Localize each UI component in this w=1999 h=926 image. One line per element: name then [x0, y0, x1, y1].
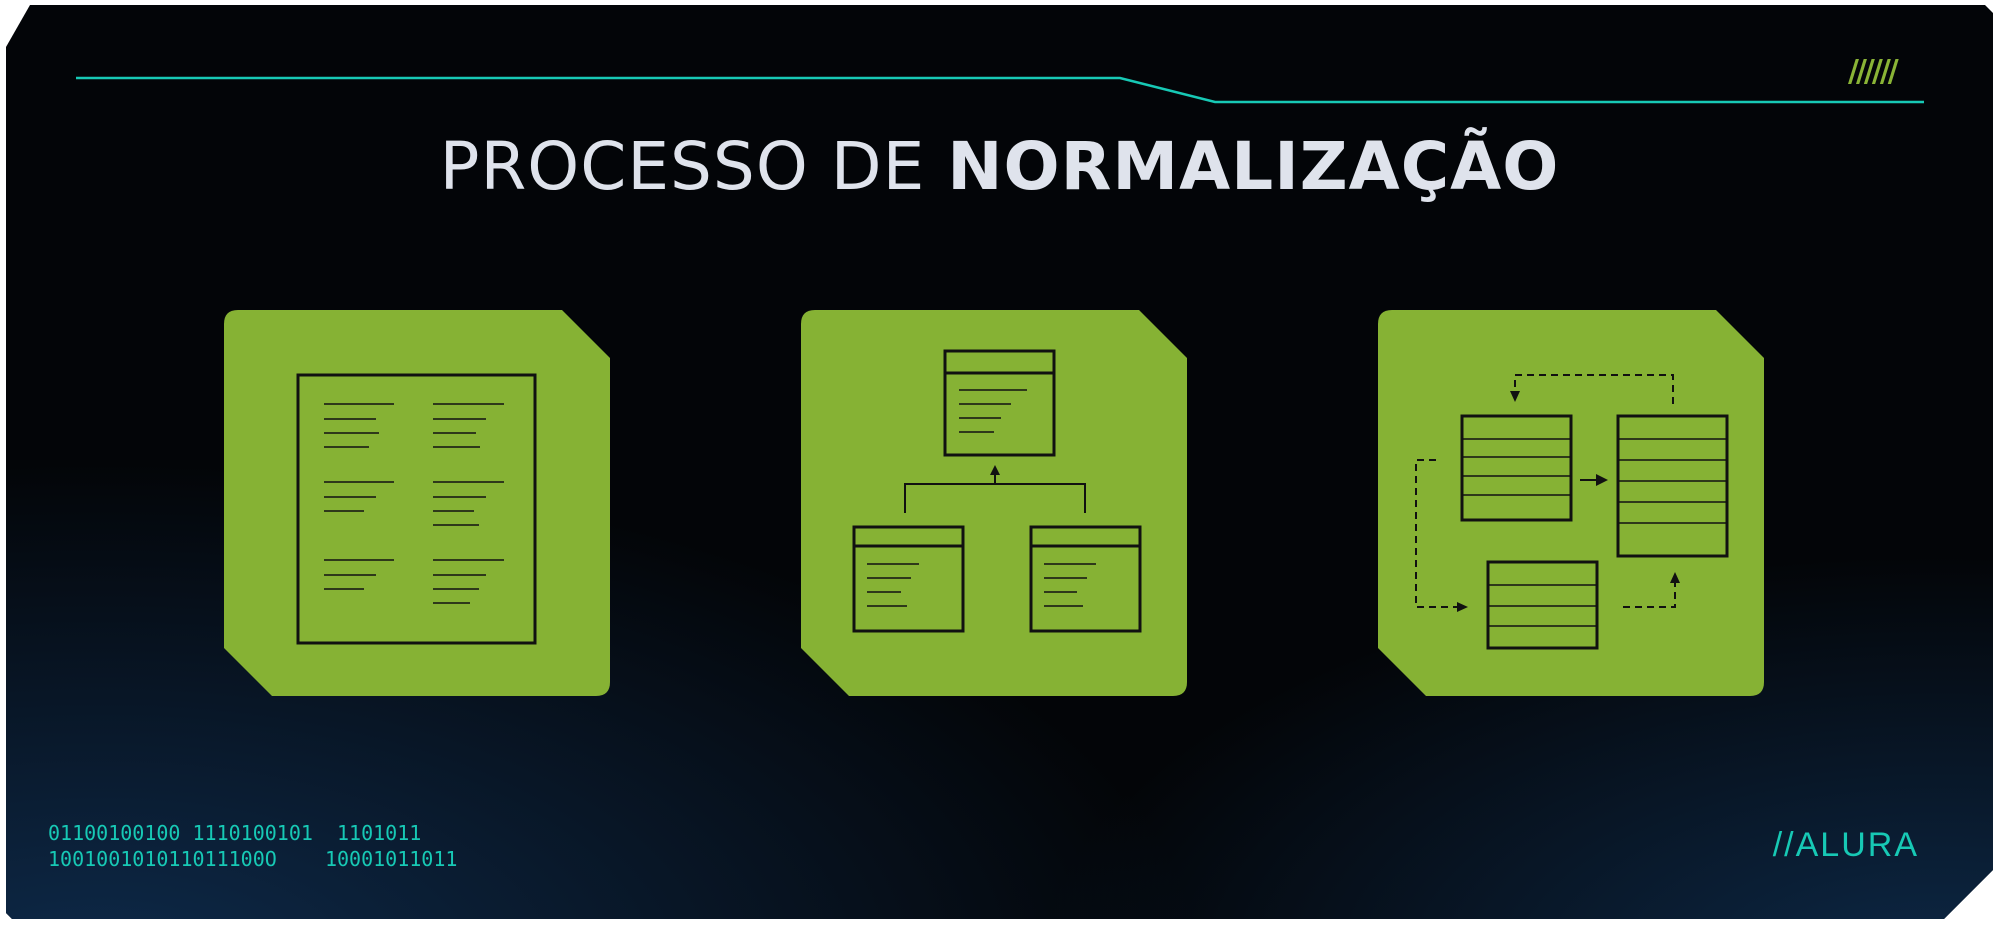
binary-line-2: 100100101011011100O 10001011011 — [48, 847, 458, 871]
binary-decoration: 01100100100 1110100101 1101011 100100101… — [48, 820, 457, 872]
card-table-hierarchy — [801, 310, 1187, 696]
header-accent-line — [76, 76, 1924, 104]
brand-logo: //ALURA — [1772, 826, 1919, 864]
page-title: PROCESSO DE NORMALIZAÇÃO — [0, 128, 1999, 205]
table-hierarchy-icon — [852, 349, 1142, 633]
single-table-icon — [296, 373, 537, 645]
decorative-slashes: ////// — [1848, 54, 1899, 89]
card-table-relationships — [1378, 310, 1764, 696]
card-unnormalized-table — [224, 310, 610, 696]
table-relationships-icon — [1415, 374, 1729, 650]
binary-line-1: 01100100100 1110100101 1101011 — [48, 821, 422, 845]
title-part-regular: PROCESSO DE — [439, 128, 948, 205]
title-part-bold: NORMALIZAÇÃO — [947, 128, 1560, 205]
